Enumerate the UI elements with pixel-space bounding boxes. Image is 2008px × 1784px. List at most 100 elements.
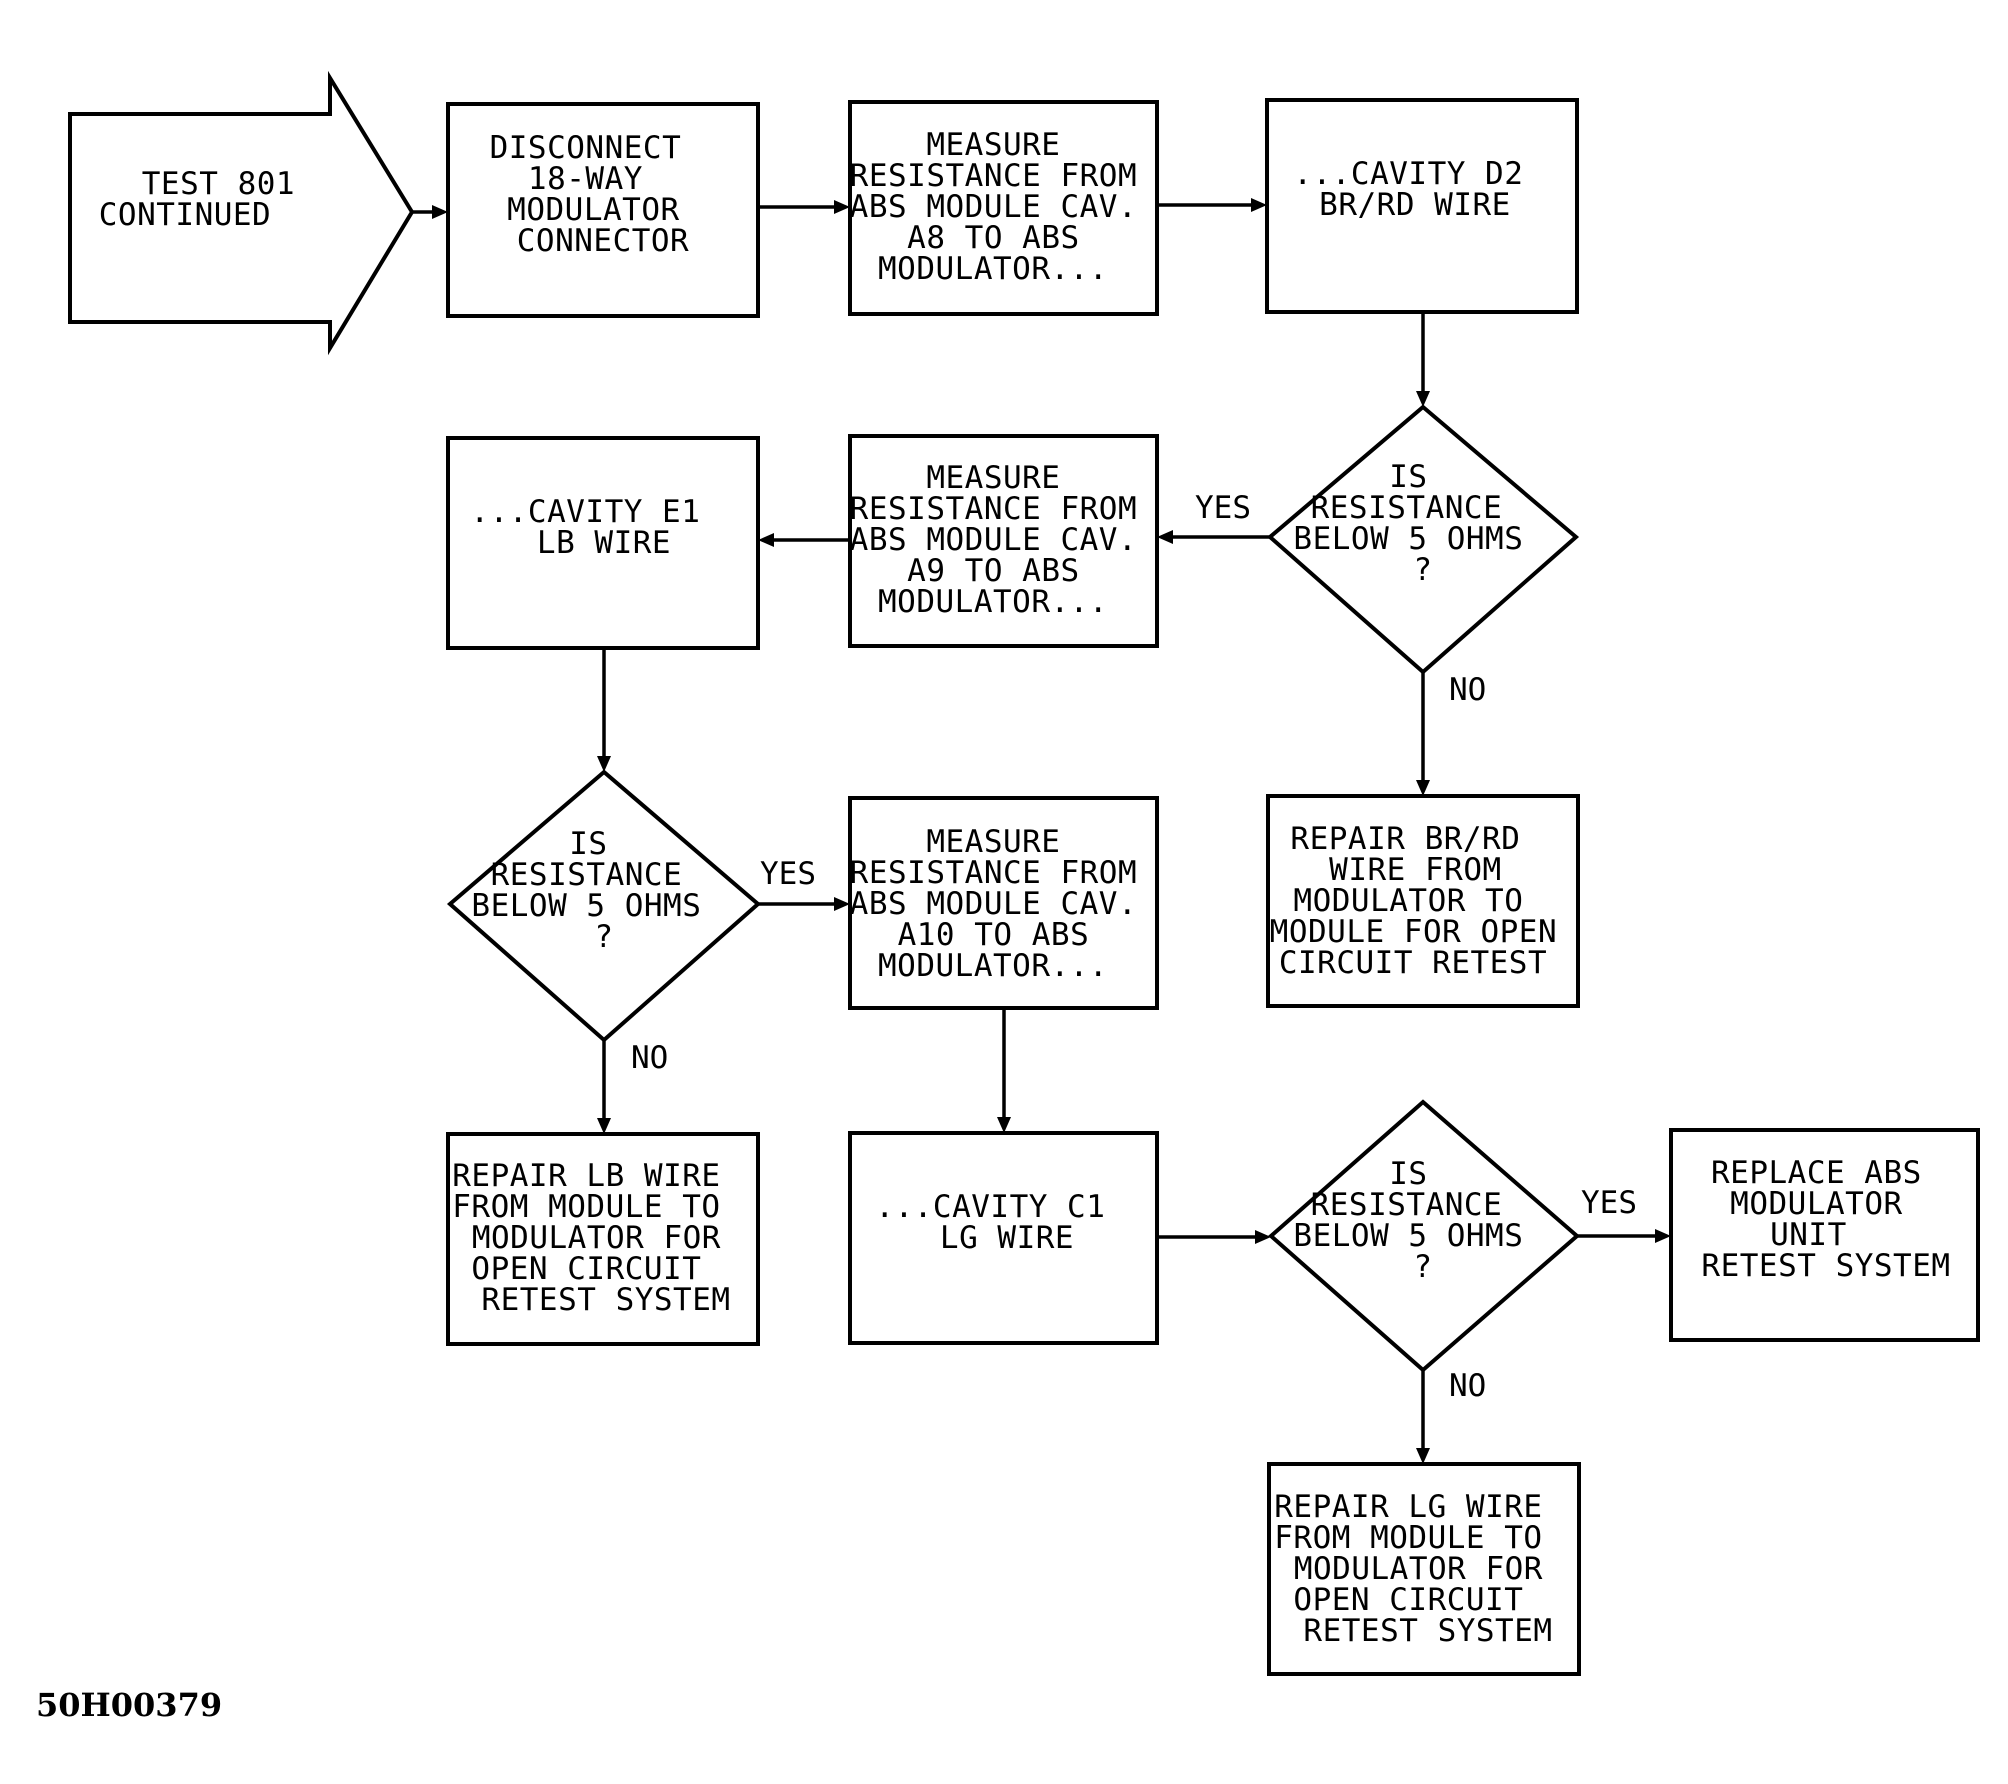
cavity-e1-label-line-1: ...CAVITY E1	[470, 494, 700, 530]
connector-decision-1-yes	[1157, 530, 1270, 544]
branch-label-no-2: NO	[631, 1040, 668, 1076]
connector-disconnect-to-measure-a8	[758, 200, 850, 214]
measure-a8-label-line-5: MODULATOR...	[878, 251, 1108, 287]
branch-label-yes-1: YES	[1195, 490, 1251, 526]
measure-a10-label-line-2: RESISTANCE FROM	[850, 855, 1137, 891]
replace-label-line-4: RETEST SYSTEM	[1701, 1248, 1950, 1284]
connector-cavity-d2-to-decision-1	[1416, 312, 1430, 407]
connector-measure-a8-to-cavity-d2	[1157, 198, 1267, 212]
decision-2-label-line-2: RESISTANCE	[491, 857, 683, 893]
repair-brrd-label-line-4: MODULE FOR OPEN	[1270, 914, 1557, 950]
measure-a9-label-line-4: A9 TO ABS	[907, 553, 1079, 589]
repair-lg-label-line-5: RETEST SYSTEM	[1303, 1613, 1552, 1649]
repair-lg-label-line-4: OPEN CIRCUIT	[1293, 1582, 1523, 1618]
repair-brrd-label-line-1: REPAIR BR/RD	[1290, 821, 1520, 857]
measure-a9-label: MEASURE RESISTANCE FROM ABS MODULE CAV. …	[850, 460, 1157, 620]
measure-a9-label-line-1: MEASURE	[926, 460, 1060, 496]
decision-3-label-line-2: RESISTANCE	[1311, 1187, 1503, 1223]
connector-decision-3-no	[1416, 1370, 1430, 1464]
figure-id: 50H00379	[36, 1686, 222, 1724]
connector-cavity-e1-to-decision-2	[597, 648, 611, 772]
decision-2-label: IS RESISTANCE BELOW 5 OHMS ?	[471, 826, 720, 955]
connector-decision-1-no	[1416, 672, 1430, 796]
cavity-d2-label-line-1: ...CAVITY D2	[1293, 156, 1523, 192]
repair-brrd-label-line-5: CIRCUIT RETEST	[1279, 945, 1547, 981]
box-measure-a9	[848, 434, 1159, 648]
cavity-c1-label-line-2: LG WIRE	[940, 1220, 1074, 1256]
box-measure-a8	[848, 100, 1159, 316]
repair-lg-label: REPAIR LG WIRE FROM MODULE TO MODULATOR …	[1274, 1489, 1562, 1649]
connector-decision-3-yes	[1577, 1229, 1671, 1243]
measure-a9-label-line-5: MODULATOR...	[878, 584, 1108, 620]
decision-3-label-line-1: IS	[1389, 1156, 1427, 1192]
repair-lg-label-line-1: REPAIR LG WIRE	[1274, 1489, 1542, 1525]
cavity-c1-label: ...CAVITY C1 LG WIRE	[875, 1189, 1124, 1256]
cavity-d2-label: ...CAVITY D2 BR/RD WIRE	[1293, 156, 1542, 223]
repair-lb-label-line-4: OPEN CIRCUIT	[471, 1251, 701, 1287]
connector-decision-2-no	[597, 1040, 611, 1134]
decision-1-label-line-2: RESISTANCE	[1311, 490, 1503, 526]
box-repair-lb	[446, 1132, 760, 1346]
box-replace	[1669, 1128, 1980, 1342]
decision-3-label: IS RESISTANCE BELOW 5 OHMS ?	[1293, 1156, 1542, 1285]
measure-a10-label-line-3: ABS MODULE CAV.	[850, 886, 1137, 922]
box-cavity-d2	[1265, 98, 1579, 314]
box-measure-a10	[848, 796, 1159, 1010]
connector-decision-2-yes	[758, 897, 850, 911]
measure-a9-label-line-3: ABS MODULE CAV.	[850, 522, 1137, 558]
decision-1-label-line-4: ?	[1413, 552, 1432, 588]
decision-1-label: IS RESISTANCE BELOW 5 OHMS ?	[1293, 459, 1542, 588]
decision-1-label-line-3: BELOW 5 OHMS	[1293, 521, 1523, 557]
measure-a9-label-line-2: RESISTANCE FROM	[850, 491, 1137, 527]
repair-lg-label-line-3: MODULATOR FOR	[1294, 1551, 1543, 1587]
connector-start-to-disconnect	[412, 205, 448, 219]
repair-brrd-label-line-2: WIRE FROM	[1329, 852, 1501, 888]
disconnect-label-line-2: 18-WAY	[528, 161, 643, 197]
measure-a10-label-line-4: A10 TO ABS	[898, 917, 1090, 953]
decision-2-label-line-3: BELOW 5 OHMS	[471, 888, 701, 924]
decision-3-label-line-3: BELOW 5 OHMS	[1293, 1218, 1523, 1254]
measure-a10-label-line-5: MODULATOR...	[878, 948, 1108, 984]
branch-label-yes-3: YES	[1581, 1185, 1637, 1221]
connector-measure-a9-to-cavity-e1	[758, 533, 850, 547]
repair-lb-label-line-3: MODULATOR FOR	[472, 1220, 721, 1256]
repair-lg-label-line-2: FROM MODULE TO	[1274, 1520, 1542, 1556]
measure-a8-label-line-1: MEASURE	[926, 127, 1060, 163]
disconnect-label-line-3: MODULATOR	[507, 192, 679, 228]
disconnect-label: DISCONNECT 18-WAY MODULATOR CONNECTOR	[490, 130, 701, 259]
start-label: TEST 801 CONTINUED	[99, 166, 314, 233]
measure-a10-label: MEASURE RESISTANCE FROM ABS MODULE CAV. …	[850, 824, 1157, 984]
replace-label: REPLACE ABS MODULATOR UNIT RETEST SYSTEM	[1701, 1155, 1950, 1284]
disconnect-label-line-4: CONNECTOR	[517, 223, 689, 259]
cavity-e1-label-line-2: LB WIRE	[537, 525, 671, 561]
repair-brrd-label-line-3: MODULATOR TO	[1293, 883, 1523, 919]
connector-cavity-c1-to-decision-3	[1157, 1230, 1271, 1244]
branch-label-no-3: NO	[1449, 1368, 1486, 1404]
repair-lb-label-line-5: RETEST SYSTEM	[481, 1282, 730, 1318]
measure-a8-label-line-3: ABS MODULE CAV.	[850, 189, 1137, 225]
branch-label-no-1: NO	[1449, 672, 1486, 708]
decision-2-label-line-1: IS	[569, 826, 607, 862]
measure-a8-label-line-2: RESISTANCE FROM	[850, 158, 1137, 194]
connector-measure-a10-to-cavity-c1	[997, 1008, 1011, 1133]
start-label-line-2: CONTINUED	[99, 197, 271, 233]
start-label-line-1: TEST 801	[142, 166, 295, 202]
box-repair-lg	[1267, 1462, 1581, 1676]
repair-lb-label-line-1: REPAIR LB WIRE	[452, 1158, 720, 1194]
branch-label-yes-2: YES	[760, 856, 816, 892]
decision-1-label-line-1: IS	[1389, 459, 1427, 495]
disconnect-label-line-1: DISCONNECT	[490, 130, 682, 166]
replace-label-line-1: REPLACE ABS	[1711, 1155, 1922, 1191]
repair-lb-label-line-2: FROM MODULE TO	[452, 1189, 720, 1225]
decision-3-label-line-4: ?	[1413, 1249, 1432, 1285]
box-disconnect	[446, 102, 760, 318]
measure-a8-label-line-4: A8 TO ABS	[907, 220, 1079, 256]
repair-lb-label: REPAIR LB WIRE FROM MODULE TO MODULATOR …	[452, 1158, 740, 1318]
repair-brrd-label: REPAIR BR/RD WIRE FROM MODULATOR TO MODU…	[1270, 821, 1577, 981]
box-repair-brrd	[1266, 794, 1580, 1008]
start-arrow-shape	[68, 70, 415, 356]
replace-label-line-2: MODULATOR	[1730, 1186, 1902, 1222]
cavity-d2-label-line-2: BR/RD WIRE	[1319, 187, 1511, 223]
cavity-c1-label-line-1: ...CAVITY C1	[875, 1189, 1105, 1225]
